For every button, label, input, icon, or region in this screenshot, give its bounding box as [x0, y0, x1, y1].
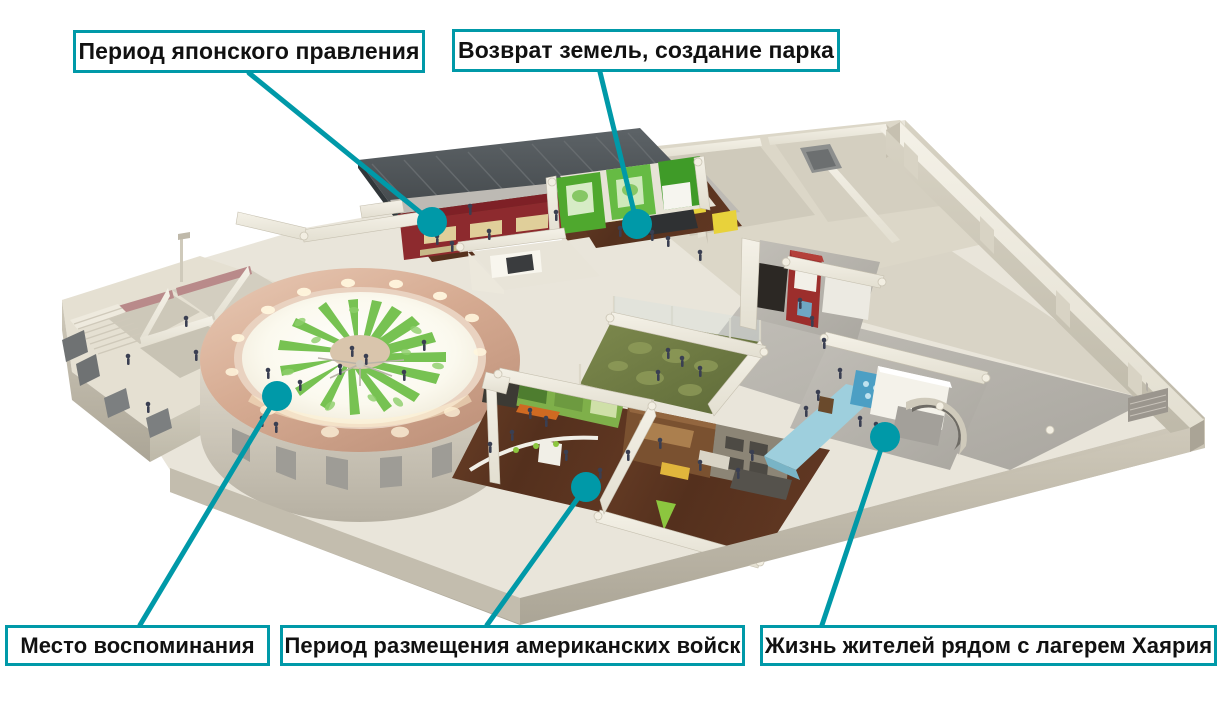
callout-box-place-of-remembrance[interactable]: Место воспоминания	[5, 625, 270, 666]
callout-label-us-forces-period: Период размещения американских войск	[284, 632, 741, 658]
callout-label-land-return-park: Возврат земель, создание парка	[458, 37, 834, 63]
rotunda	[200, 268, 520, 522]
callout-label-place-of-remembrance: Место воспоминания	[20, 632, 255, 658]
callout-label-japanese-rule: Период японского правления	[78, 38, 420, 64]
callout-label-camp-hayaria-life: Жизнь жителей рядом с лагерем Хаярия	[764, 632, 1213, 658]
red-tower-corridor	[742, 240, 880, 344]
callout-box-japanese-rule[interactable]: Период японского правления	[73, 30, 425, 73]
japanese-rule-room	[398, 192, 596, 262]
perimeter-wall	[170, 122, 1204, 624]
callout-box-land-return-park[interactable]: Возврат земель, создание парка	[452, 29, 840, 72]
callout-box-us-forces-period[interactable]: Период размещения американских войск	[280, 625, 745, 666]
callout-box-camp-hayaria-life[interactable]: Жизнь жителей рядом с лагерем Хаярия	[760, 625, 1217, 666]
